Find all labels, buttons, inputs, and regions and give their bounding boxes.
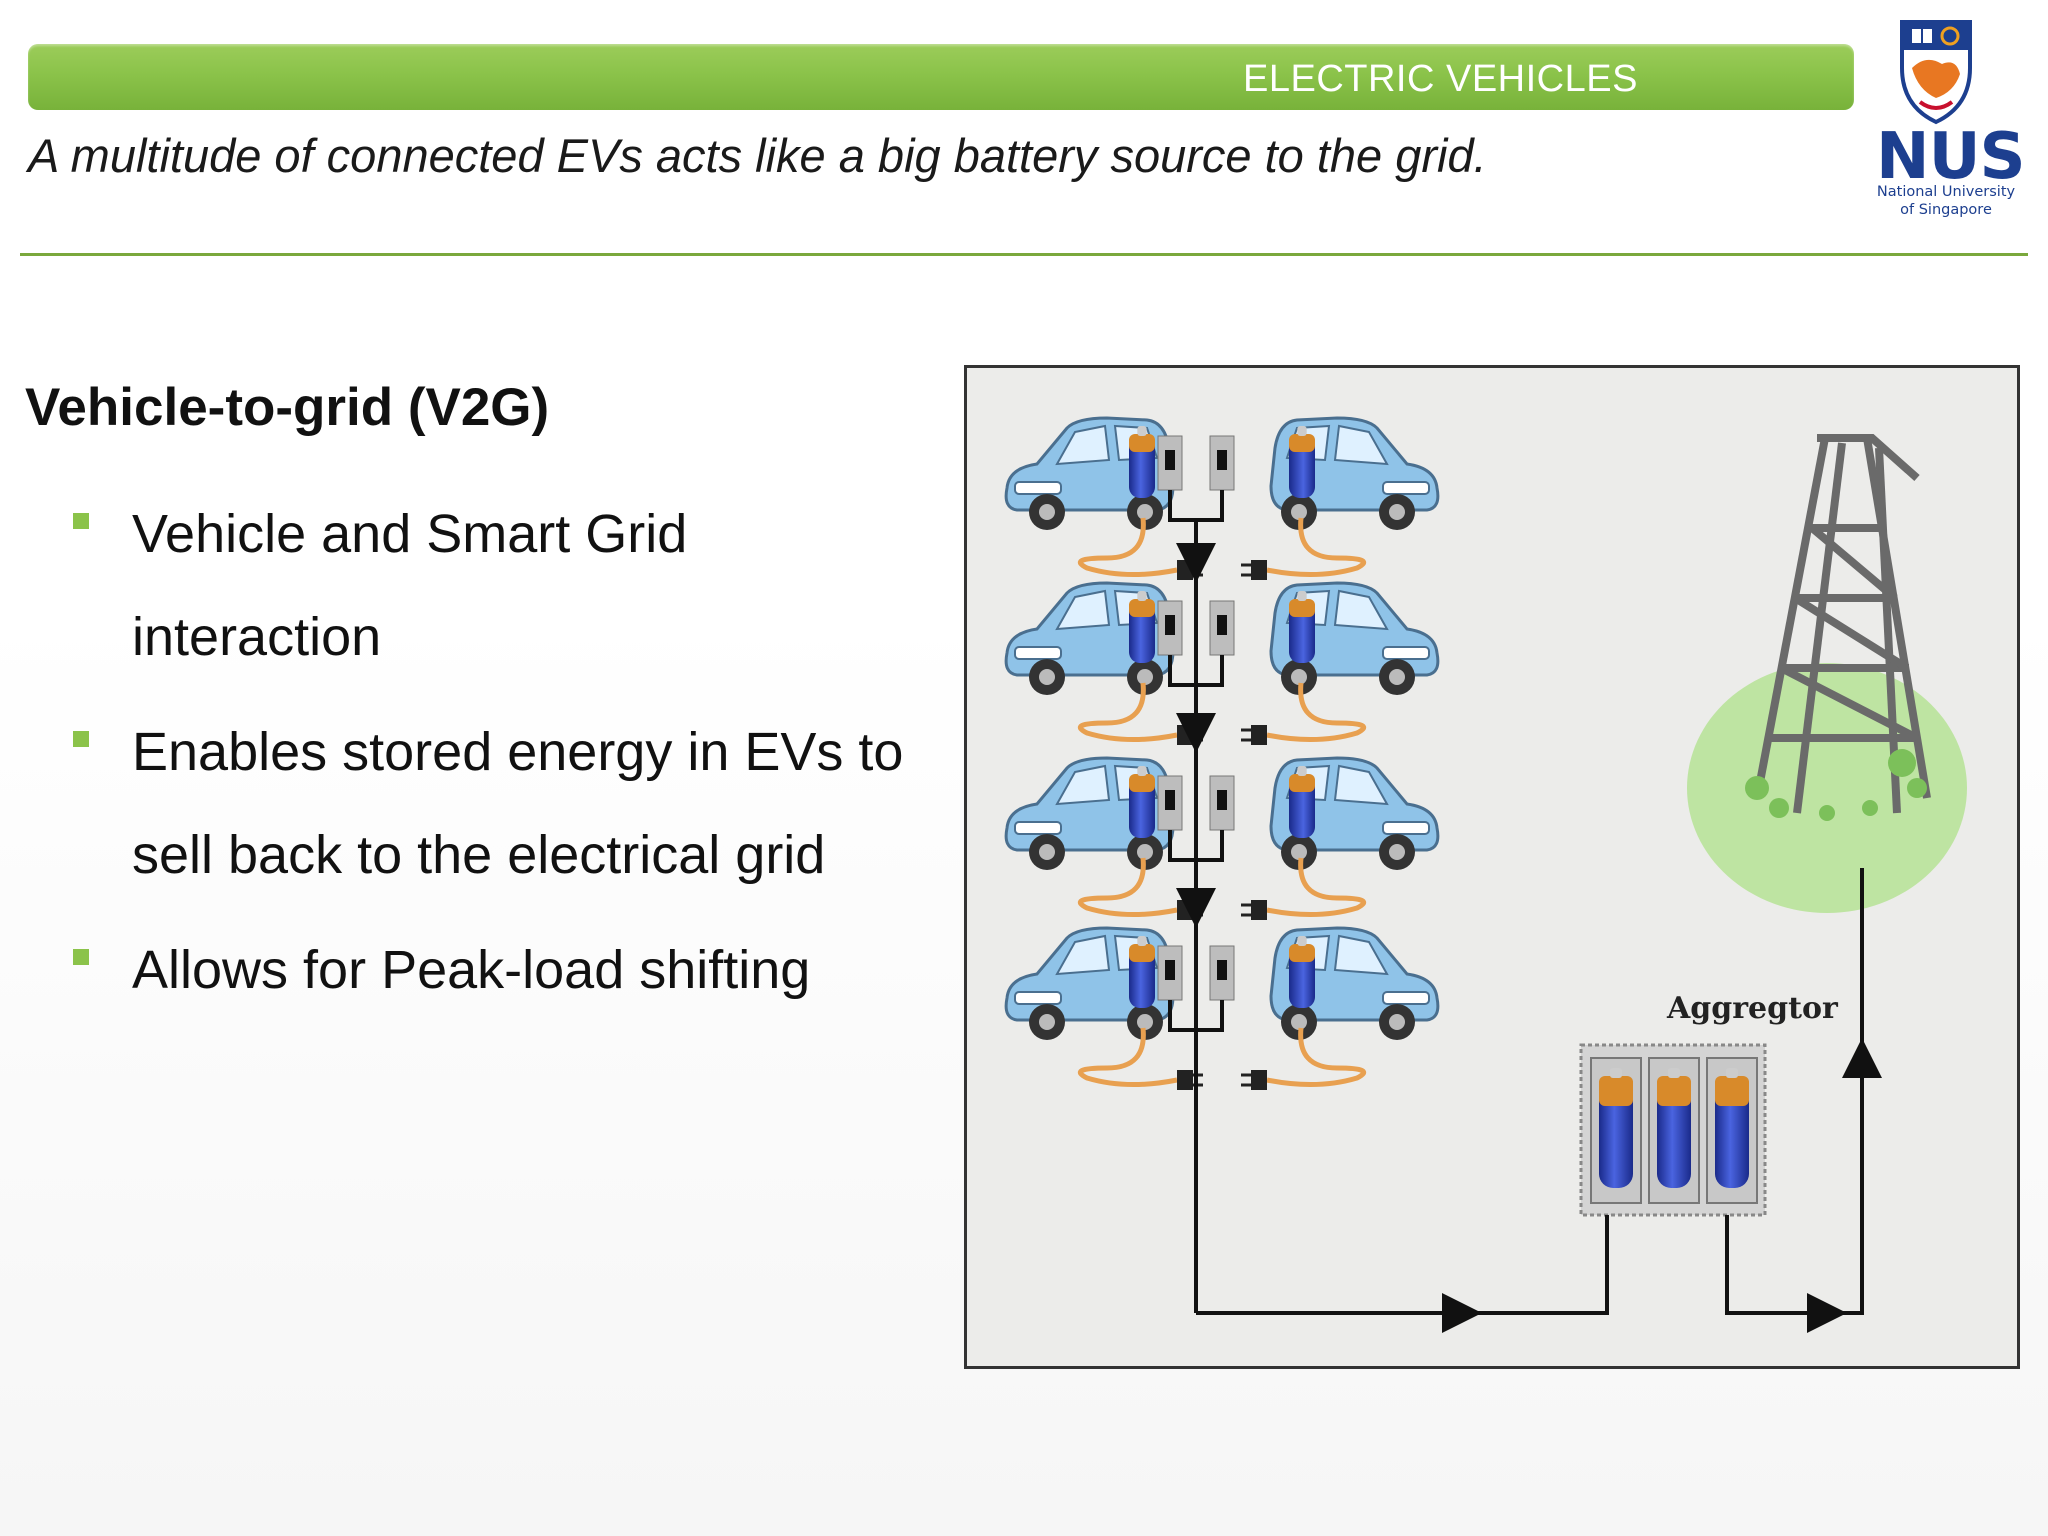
header-bar: [28, 44, 1854, 110]
socket-slot: [1217, 450, 1227, 470]
socket-slot: [1165, 615, 1175, 635]
bullet-list: Vehicle and Smart Grid interaction Enabl…: [70, 485, 970, 1036]
electric-car-icon: [1241, 756, 1440, 920]
battery-icon: [1289, 766, 1315, 838]
logo-subtitle-line2: of Singapore: [1900, 202, 1992, 218]
battery-icon: [1129, 936, 1155, 1008]
aggregator-label: Aggregtor: [1666, 991, 1839, 1026]
bullet-square-icon: [73, 731, 89, 747]
battery-icon: [1289, 936, 1315, 1008]
battery-icon: [1129, 426, 1155, 498]
university-crest-icon: [1900, 20, 1972, 125]
battery-icon: [1289, 426, 1315, 498]
bullet-item: Vehicle and Smart Grid interaction: [70, 483, 970, 689]
header-divider: [20, 253, 2028, 256]
bullet-text: Allows for Peak-load shifting: [132, 940, 811, 1000]
socket-slot: [1217, 615, 1227, 635]
battery-icon: [1129, 591, 1155, 663]
v2g-diagram-svg: Aggregtor: [1004, 416, 1967, 1333]
electric-car-icon: [1241, 926, 1440, 1090]
socket-slot: [1217, 790, 1227, 810]
socket-wire: [1168, 490, 1224, 522]
battery-icon: [1715, 1068, 1749, 1188]
socket-slot: [1217, 960, 1227, 980]
battery-icon: [1657, 1068, 1691, 1188]
bullet-item: Enables stored energy in EVs to sell bac…: [70, 701, 970, 907]
logo-wordmark: NUS: [1876, 120, 2026, 194]
logo-subtitle: National University of Singapore: [1872, 183, 2020, 219]
socket-slot: [1165, 960, 1175, 980]
bullet-item: Allows for Peak-load shifting: [70, 919, 970, 1022]
electric-car-icon: [1004, 926, 1203, 1090]
battery-icon: [1599, 1068, 1633, 1188]
aggregator-batteries: [1590, 1057, 1758, 1204]
electric-car-icon: [1004, 416, 1203, 580]
electric-car-icon: [1241, 416, 1440, 580]
slide-subtitle: A multitude of connected EVs acts like a…: [28, 129, 1487, 182]
bullet-text: Enables stored energy in EVs to sell bac…: [132, 722, 904, 885]
electric-car-icon: [1241, 581, 1440, 745]
battery-icon: [1129, 766, 1155, 838]
socket-icon: [1157, 775, 1183, 831]
trees-icon: [1745, 749, 1927, 821]
logo-subtitle-line1: National University: [1876, 184, 2016, 200]
socket-slot: [1165, 790, 1175, 810]
cars-layer: [1004, 416, 1440, 1090]
aggregator-input-wire: [1262, 1215, 1609, 1315]
battery-icon: [1289, 591, 1315, 663]
bullet-text: Vehicle and Smart Grid interaction: [132, 504, 688, 667]
bullet-square-icon: [73, 949, 89, 965]
socket-slot: [1165, 450, 1175, 470]
section-title: ELECTRIC VEHICLES: [1243, 58, 1638, 100]
v2g-diagram: Aggregtor: [964, 365, 2020, 1369]
bullet-square-icon: [73, 513, 89, 529]
wires-layer: [1157, 435, 1267, 1315]
content-heading: Vehicle-to-grid (V2G): [25, 378, 550, 437]
